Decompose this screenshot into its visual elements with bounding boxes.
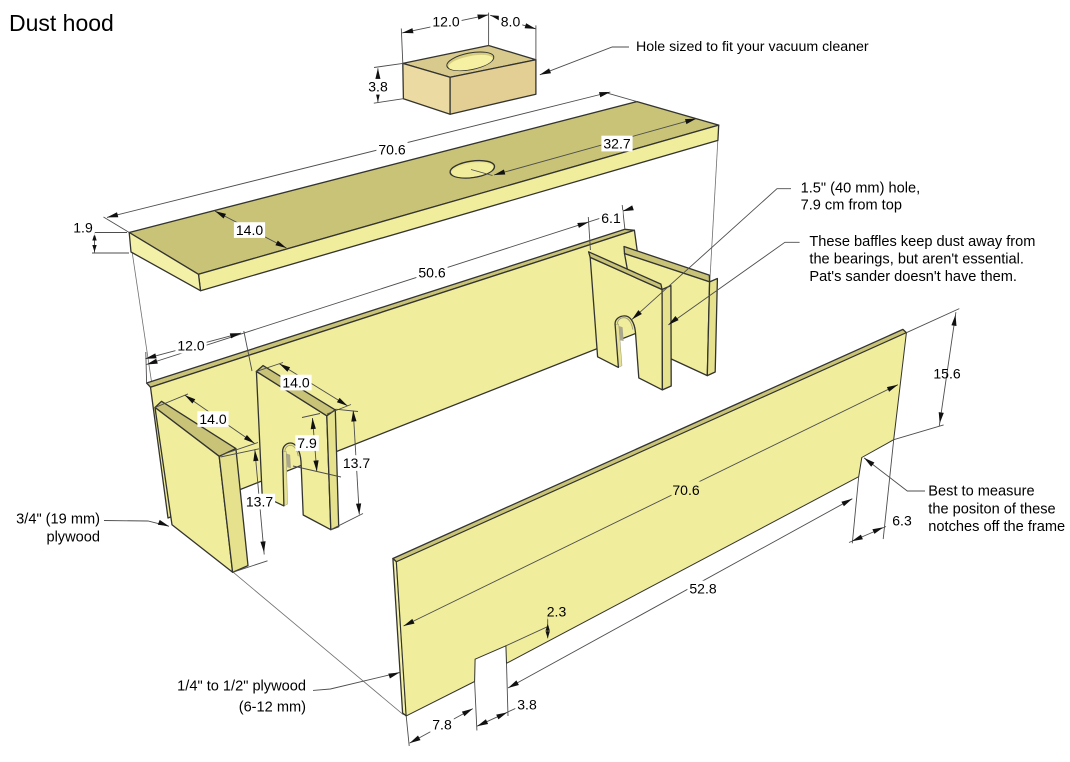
svg-text:the bearings, but aren't essen: the bearings, but aren't essential. — [809, 251, 1024, 267]
svg-text:14.0: 14.0 — [282, 375, 309, 391]
svg-text:3.8: 3.8 — [368, 79, 388, 95]
svg-text:13.7: 13.7 — [343, 455, 370, 471]
svg-text:2.3: 2.3 — [547, 604, 567, 620]
svg-text:1/4" to 1/2" plywood: 1/4" to 1/2" plywood — [177, 679, 306, 695]
svg-text:3.8: 3.8 — [517, 697, 537, 713]
svg-text:52.8: 52.8 — [689, 581, 716, 597]
svg-text:7.9 cm from top: 7.9 cm from top — [801, 198, 902, 214]
svg-text:plywood: plywood — [46, 530, 100, 546]
svg-text:14.0: 14.0 — [199, 411, 226, 427]
svg-text:12.0: 12.0 — [177, 338, 204, 354]
svg-text:50.6: 50.6 — [418, 265, 445, 281]
svg-text:Hole sized to fit your vacuum: Hole sized to fit your vacuum cleaner — [636, 39, 869, 55]
svg-text:15.6: 15.6 — [933, 366, 960, 382]
svg-text:6.1: 6.1 — [601, 210, 621, 226]
svg-text:Pat's sander doesn't have them: Pat's sander doesn't have them. — [809, 269, 1017, 285]
svg-text:12.0: 12.0 — [432, 14, 459, 30]
svg-text:32.7: 32.7 — [603, 136, 630, 152]
svg-text:13.7: 13.7 — [246, 494, 273, 510]
svg-text:Dust hood: Dust hood — [9, 10, 114, 36]
svg-text:1.5" (40 mm) hole,: 1.5" (40 mm) hole, — [801, 181, 921, 197]
svg-text:the positon of these: the positon of these — [928, 502, 1055, 518]
svg-text:1.9: 1.9 — [73, 220, 93, 236]
svg-text:8.0: 8.0 — [501, 14, 521, 30]
svg-text:notches off the frame: notches off the frame — [928, 519, 1065, 535]
svg-text:70.6: 70.6 — [378, 142, 405, 158]
svg-text:(6-12 mm): (6-12 mm) — [239, 700, 306, 716]
svg-text:6.3: 6.3 — [892, 513, 912, 529]
svg-text:14.0: 14.0 — [236, 222, 263, 238]
svg-text:These baffles keep dust away f: These baffles keep dust away from — [809, 234, 1035, 250]
svg-text:3/4" (19 mm): 3/4" (19 mm) — [16, 512, 100, 528]
svg-text:7.8: 7.8 — [432, 717, 452, 733]
svg-text:7.9: 7.9 — [297, 435, 317, 451]
svg-text:70.6: 70.6 — [672, 482, 699, 498]
svg-text:Best to measure: Best to measure — [928, 484, 1034, 500]
